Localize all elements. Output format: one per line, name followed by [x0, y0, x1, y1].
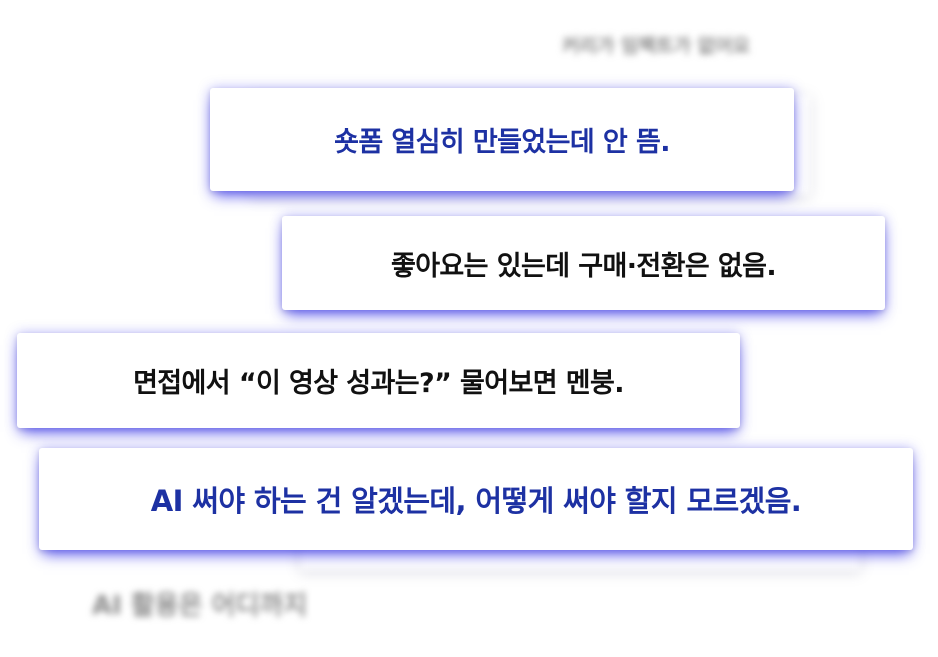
blurred-top-caption: 커리가 임팩트가 없어요: [562, 35, 751, 57]
pain-point-text-1: 숏폼 열심히 만들었는데 안 뜸.: [334, 127, 670, 158]
pain-point-text-2: 좋아요는 있는데 구매·전환은 없음.: [390, 250, 777, 282]
pain-point-card-3: 면접에서 “이 영상 성과는?” 물어보면 멘붕.: [17, 333, 740, 428]
blurred-bottom-caption: AI 활용은 어디까지: [92, 591, 308, 621]
pain-point-card-1: 숏폼 열심히 만들었는데 안 뜸.: [210, 88, 794, 191]
pain-point-card-4: AI 써야 하는 건 알겠는데, 어떻게 써야 할지 모르겠음.: [39, 448, 913, 550]
pain-point-text-3: 면접에서 “이 영상 성과는?” 물어보면 멘붕.: [133, 368, 624, 399]
pain-point-card-2: 좋아요는 있는데 구매·전환은 없음.: [282, 216, 885, 310]
pain-point-text-4: AI 써야 하는 건 알겠는데, 어떻게 써야 할지 모르겠음.: [150, 484, 802, 518]
